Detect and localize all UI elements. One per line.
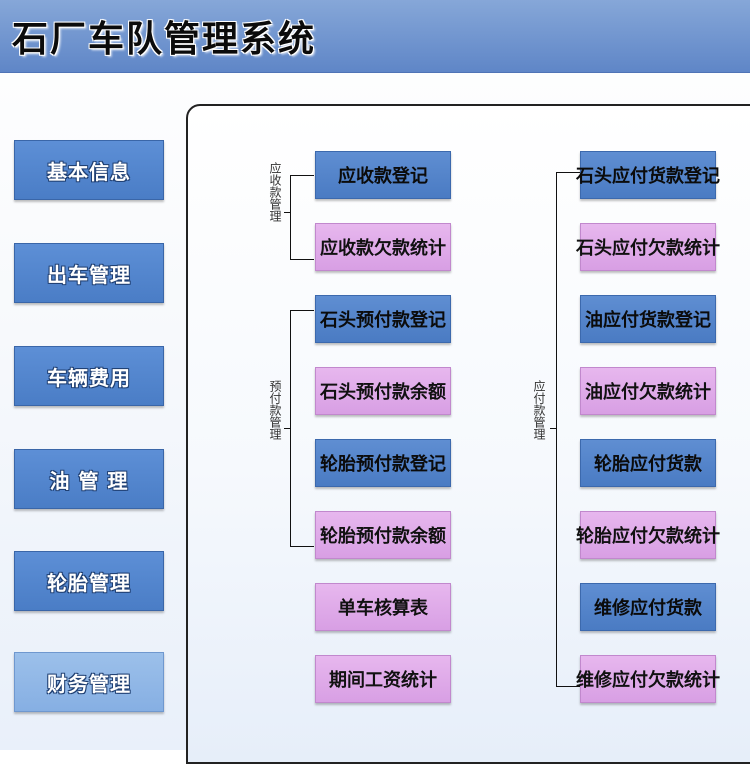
- title-bar: 石厂车队管理系统: [0, 0, 750, 73]
- receivable-register-button[interactable]: 应收款登记: [315, 151, 451, 199]
- tire-payable-button[interactable]: 轮胎应付货款: [580, 439, 716, 487]
- bracket-line: [556, 172, 580, 173]
- bracket-line: [284, 428, 290, 429]
- finance-panel: [186, 104, 750, 764]
- stone-payable-register-button[interactable]: 石头应付货款登记: [576, 151, 720, 199]
- single-vehicle-accounting-button[interactable]: 单车核算表: [315, 583, 451, 631]
- bracket-line: [290, 546, 314, 547]
- app-title: 石厂车队管理系统: [12, 19, 317, 60]
- bracket-line: [290, 310, 291, 546]
- group-label-receivable: 应收款管理: [268, 162, 282, 222]
- bracket-line: [290, 259, 314, 260]
- bracket-line: [284, 212, 290, 213]
- oil-payable-arrears-stats-button[interactable]: 油应付欠款统计: [580, 367, 716, 415]
- tire-prepaid-balance-button[interactable]: 轮胎预付款余额: [315, 511, 451, 559]
- oil-payable-register-button[interactable]: 油应付货款登记: [580, 295, 716, 343]
- menu-vehicle-expense-button[interactable]: 车辆费用: [14, 346, 164, 406]
- stone-prepaid-balance-button[interactable]: 石头预付款余额: [315, 367, 451, 415]
- repair-payable-button[interactable]: 维修应付货款: [580, 583, 716, 631]
- menu-dispatch-management-button[interactable]: 出车管理: [14, 243, 164, 303]
- menu-tire-management-button[interactable]: 轮胎管理: [14, 551, 164, 611]
- stone-prepaid-register-button[interactable]: 石头预付款登记: [315, 295, 451, 343]
- period-wage-stats-button[interactable]: 期间工资统计: [315, 655, 451, 703]
- tire-payable-arrears-stats-button[interactable]: 轮胎应付欠款统计: [576, 511, 720, 559]
- group-label-payable: 应付款管理: [532, 380, 546, 440]
- stone-payable-arrears-stats-button[interactable]: 石头应付欠款统计: [576, 223, 720, 271]
- receivable-arrears-stats-button[interactable]: 应收款欠款统计: [315, 223, 451, 271]
- repair-payable-arrears-stats-button[interactable]: 维修应付欠款统计: [576, 655, 720, 703]
- group-label-prepaid: 预付款管理: [268, 380, 282, 440]
- menu-oil-management-button[interactable]: 油 管 理: [14, 449, 164, 509]
- menu-basic-info-button[interactable]: 基本信息: [14, 140, 164, 200]
- bracket-line: [290, 175, 291, 259]
- bracket-line: [290, 310, 314, 311]
- tire-prepaid-register-button[interactable]: 轮胎预付款登记: [315, 439, 451, 487]
- bracket-line: [290, 175, 314, 176]
- bracket-line: [550, 428, 556, 429]
- bracket-line: [556, 172, 557, 686]
- menu-finance-management-button[interactable]: 财务管理: [14, 652, 164, 712]
- bracket-line: [556, 686, 580, 687]
